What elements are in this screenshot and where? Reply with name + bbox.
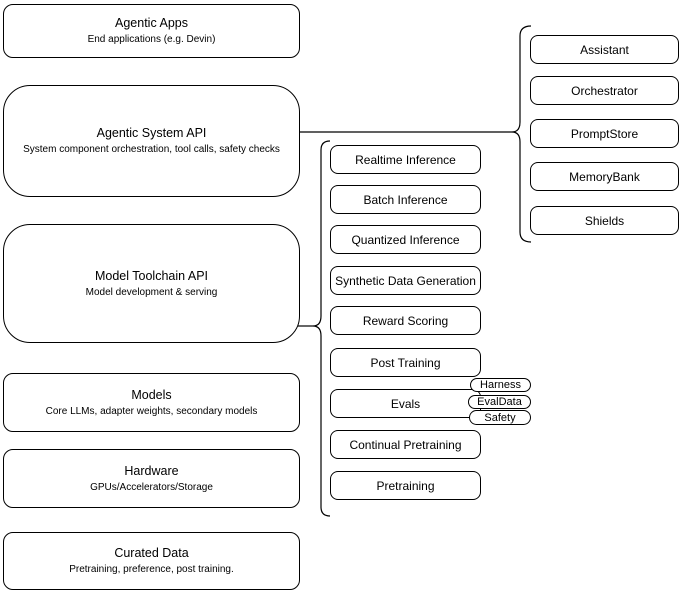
node-model-toolchain-api: Model Toolchain API Model development & …	[3, 224, 300, 343]
node-subtitle: End applications (e.g. Devin)	[87, 34, 216, 45]
tag-evaldata: EvalData	[468, 395, 531, 409]
node-synthetic-data-generation: Synthetic Data Generation	[330, 266, 481, 295]
node-promptstore: PromptStore	[530, 119, 679, 148]
node-models: Models Core LLMs, adapter weights, secon…	[3, 373, 300, 432]
toolchain-group-bracket	[312, 140, 331, 517]
node-subtitle: Model development & serving	[85, 286, 218, 298]
tag-harness: Harness	[470, 378, 531, 392]
tag-safety: Safety	[469, 410, 531, 425]
node-pretraining: Pretraining	[330, 471, 481, 500]
node-title: Model Toolchain API	[94, 268, 209, 283]
node-hardware: Hardware GPUs/Accelerators/Storage	[3, 449, 300, 508]
node-title: Curated Data	[114, 546, 189, 560]
node-shields: Shields	[530, 206, 679, 235]
node-subtitle: Core LLMs, adapter weights, secondary mo…	[45, 405, 258, 417]
node-agentic-apps: Agentic Apps End applications (e.g. Devi…	[3, 4, 300, 58]
node-curated-data: Curated Data Pretraining, preference, po…	[3, 532, 300, 590]
node-title: Agentic Apps	[115, 16, 188, 30]
node-memorybank: MemoryBank	[530, 162, 679, 191]
node-continual-pretraining: Continual Pretraining	[330, 430, 481, 459]
node-subtitle: System component orchestration, tool cal…	[23, 144, 280, 155]
system-group-bracket	[511, 25, 532, 243]
node-title: Hardware	[124, 463, 179, 478]
node-evals: Evals	[330, 389, 481, 418]
node-orchestrator: Orchestrator	[530, 76, 679, 105]
node-assistant: Assistant	[530, 35, 679, 64]
node-reward-scoring: Reward Scoring	[330, 306, 481, 335]
node-title: Agentic System API	[96, 126, 207, 140]
node-realtime-inference: Realtime Inference	[330, 145, 481, 174]
node-subtitle: Pretraining, preference, post training.	[69, 564, 234, 575]
node-batch-inference: Batch Inference	[330, 185, 481, 214]
node-post-training: Post Training	[330, 348, 481, 377]
node-quantized-inference: Quantized Inference	[330, 225, 481, 254]
node-subtitle: GPUs/Accelerators/Storage	[90, 481, 213, 493]
node-title: Models	[131, 387, 172, 402]
node-agentic-system-api: Agentic System API System component orch…	[3, 85, 300, 197]
